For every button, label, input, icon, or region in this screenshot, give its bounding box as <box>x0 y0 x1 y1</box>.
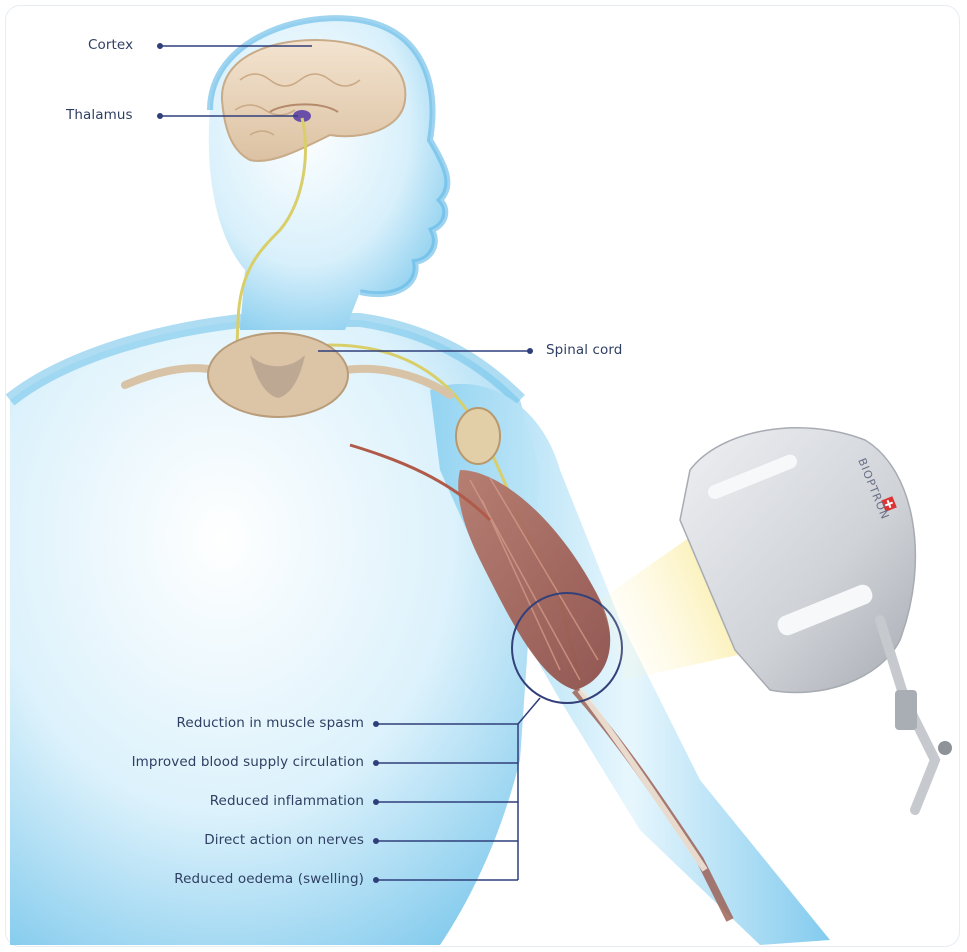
thalamus-label: Thalamus <box>66 107 133 123</box>
cortex-label: Cortex <box>88 37 133 53</box>
effect-label-oedema: Reduced oedema (swelling) <box>174 871 364 887</box>
effect-label-nerves: Direct action on nerves <box>204 832 364 848</box>
spinal-cord-label: Spinal cord <box>546 342 622 358</box>
effect-label-blood-supply: Improved blood supply circulation <box>132 754 364 770</box>
effect-label-inflammation: Reduced inflammation <box>210 793 364 809</box>
effect-label-muscle-spasm: Reduction in muscle spasm <box>177 715 364 731</box>
